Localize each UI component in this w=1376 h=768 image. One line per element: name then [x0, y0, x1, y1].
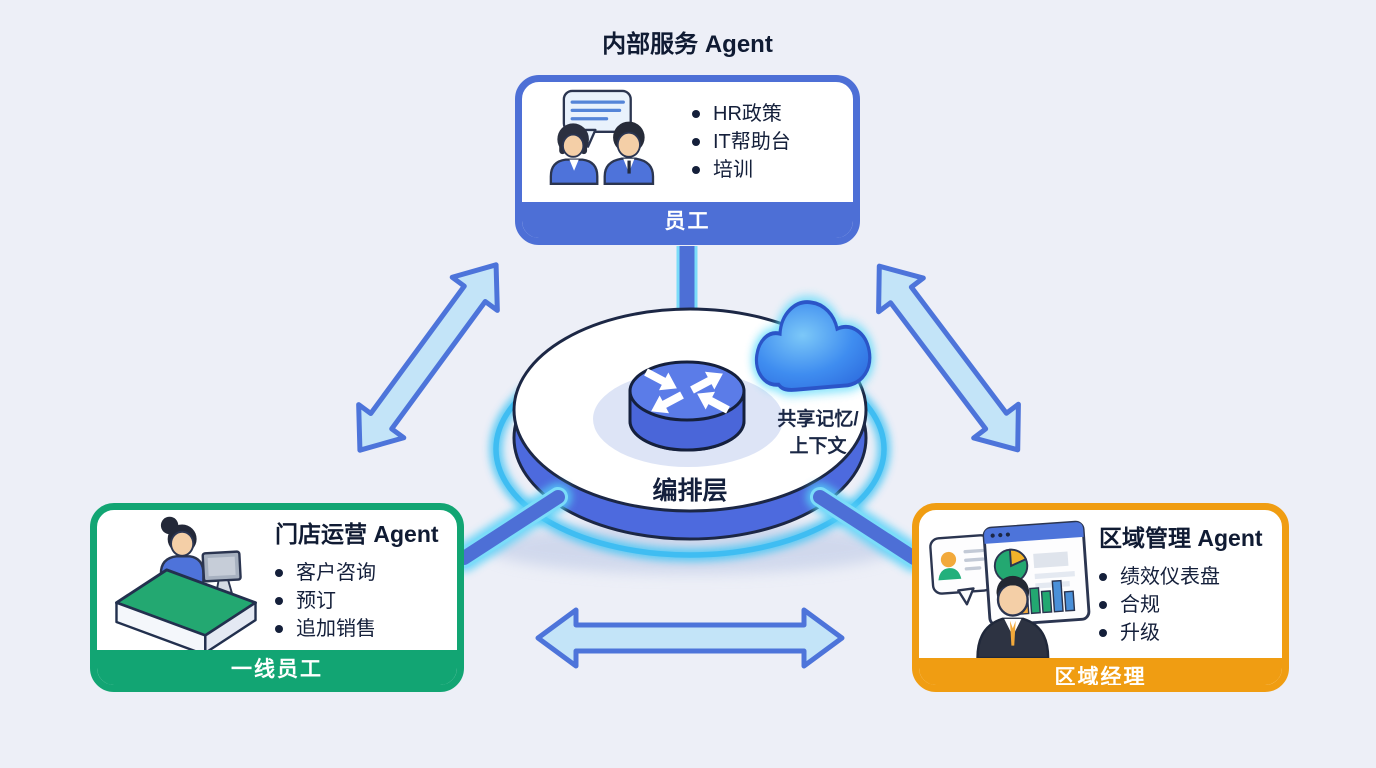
top-agent-box: HR政策 IT帮助台 培训 员工 [515, 75, 860, 245]
list-item: 绩效仪表盘 [1099, 565, 1263, 589]
top-agent-bullets: HR政策 IT帮助台 培训 [692, 98, 791, 186]
list-item: HR政策 [692, 102, 791, 126]
top-agent-title: 内部服务 Agent [602, 31, 773, 58]
right-agent-footer-badge: 区域经理 [919, 658, 1282, 685]
people-chat-icon [549, 89, 655, 185]
left-agent-text: 门店运营 Agent 客户咨询 预订 追加销售 [275, 515, 439, 645]
left-agent-bullets: 客户咨询 预订 追加销售 [275, 557, 439, 645]
left-agent-content: 门店运营 Agent 客户咨询 预订 追加销售 [97, 510, 457, 650]
list-item: 升级 [1099, 621, 1263, 645]
top-agent-content: HR政策 IT帮助台 培训 [522, 82, 853, 202]
list-item: 合规 [1099, 593, 1263, 617]
manager-dashboard-icon [929, 520, 1091, 658]
list-item: 追加销售 [275, 617, 439, 641]
cloud-icon [752, 297, 874, 395]
connector-right [806, 483, 928, 572]
right-agent-box: 区域管理 Agent 绩效仪表盘 合规 升级 区域经理 [912, 503, 1289, 692]
arrow-right-diagonal [876, 263, 1021, 453]
shared-memory-line1: 共享记忆/ [777, 409, 859, 430]
left-agent-title: 门店运营 Agent [275, 521, 439, 547]
top-agent-footer-badge: 员工 [522, 202, 853, 238]
router-icon [628, 360, 746, 452]
list-item: 培训 [692, 158, 791, 182]
list-item: 客户咨询 [275, 561, 439, 585]
connector-left [450, 483, 572, 572]
list-item: IT帮助台 [692, 130, 791, 154]
arrow-bottom-horizontal [535, 607, 845, 669]
right-agent-title: 区域管理 Agent [1099, 525, 1263, 551]
shared-memory-line2: 上下文 [789, 436, 847, 457]
left-agent-footer-badge: 一线员工 [97, 650, 457, 685]
right-agent-bullets: 绩效仪表盘 合规 升级 [1099, 561, 1263, 649]
arrow-left-diagonal [356, 262, 500, 453]
right-agent-text: 区域管理 Agent 绩效仪表盘 合规 升级 [1099, 519, 1263, 649]
shared-memory-label: 共享记忆/ 上下文 [750, 406, 886, 460]
reception-desk-icon [115, 516, 257, 650]
left-agent-box: 门店运营 Agent 客户咨询 预订 追加销售 一线员工 [90, 503, 464, 692]
list-item: 预订 [275, 589, 439, 613]
platform-label: 编排层 [652, 477, 728, 505]
right-agent-content: 区域管理 Agent 绩效仪表盘 合规 升级 [919, 510, 1282, 658]
